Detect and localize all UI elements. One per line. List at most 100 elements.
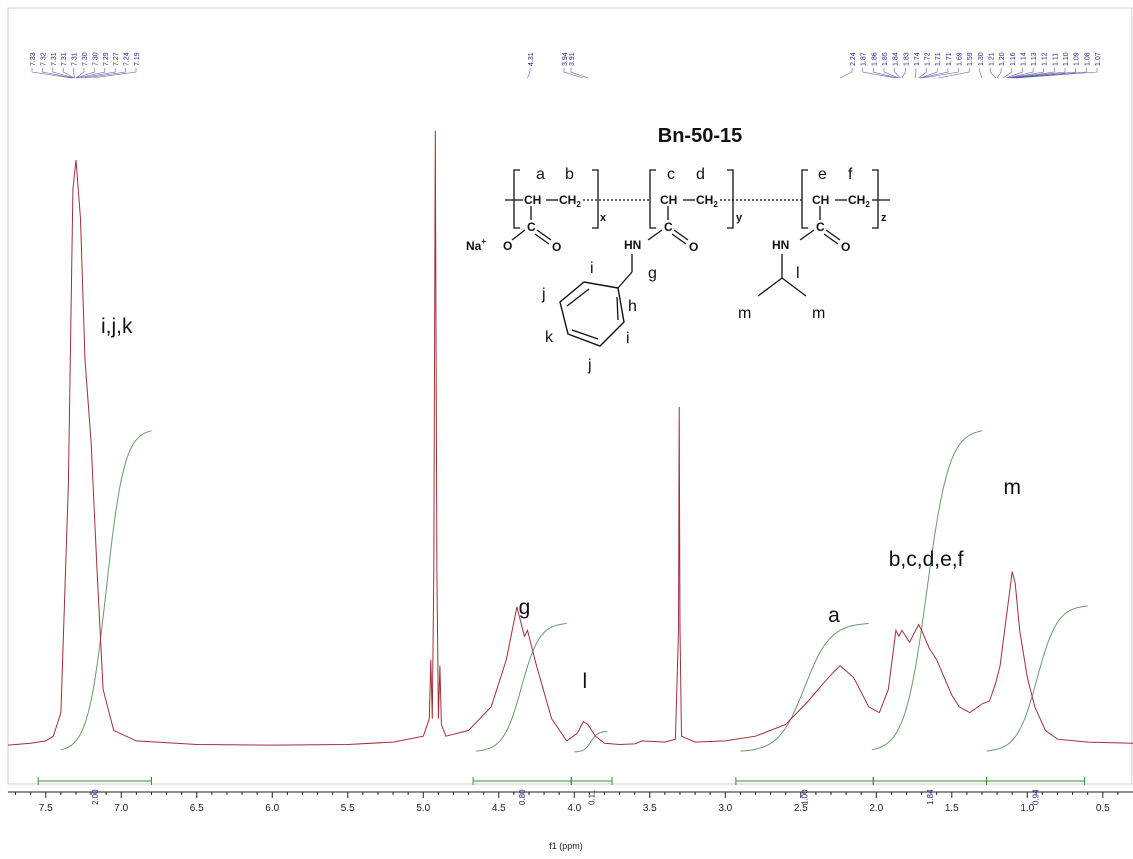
bracket-x-left (514, 170, 520, 228)
x-tick-label-8: 3.5 (643, 803, 657, 814)
letter-a: a (536, 166, 545, 183)
peak-connector-group4-14 (997, 68, 1001, 78)
peak-label-group4-7: 1.72 (925, 52, 932, 66)
integral-value-4: 1.84 (926, 789, 935, 805)
peak-label-group4-3: 1.85 (882, 52, 889, 66)
bracket-x-right (592, 170, 598, 228)
peak-label-group4-15: 1.16 (1010, 52, 1017, 66)
alkoxide-o: O (503, 239, 512, 253)
letter-i-top: i (590, 260, 594, 277)
ch-2: CH (660, 193, 677, 207)
peak-label-group4-19: 1.11 (1052, 53, 1059, 66)
peak-label-group1-3: 7.31 (61, 52, 68, 66)
letter-j-left: j (541, 286, 546, 303)
peak-label-group4-18: 1.12 (1042, 52, 1049, 66)
integral-curve-4 (872, 431, 982, 750)
peak-label-group1-4: 7.31 (72, 52, 79, 66)
peak-label-group4-16: 1.14 (1020, 52, 1027, 66)
letter-e: e (818, 166, 827, 183)
letter-d: d (696, 166, 705, 183)
peak-label-group4-4: 1.84 (893, 52, 900, 66)
peak-connector-group4-5 (902, 68, 905, 78)
plot-frame (8, 8, 1132, 784)
carbonyl-c-2: C (664, 220, 673, 234)
spectrum-trace (8, 131, 1133, 746)
peak-label-group1-9: 7.24 (124, 52, 131, 66)
letter-g: g (648, 265, 657, 282)
x-tick-label-4: 5.5 (341, 803, 355, 814)
spectrum-line (8, 131, 1133, 746)
peak-label-group2-0: 4.31 (528, 52, 535, 66)
carbonyl-c-1: C (527, 220, 536, 234)
subscript-z: z (881, 212, 887, 224)
integral-curve-1 (476, 624, 567, 752)
carbonyl-o-2: O (689, 240, 698, 254)
integral-curve-3 (740, 624, 868, 752)
integral-value-0: 2.00 (91, 789, 100, 805)
peak-label-group4-17: 1.13 (1031, 52, 1038, 66)
peak-connector-group4-0 (840, 68, 852, 78)
peak-label-group1-1: 7.32 (40, 52, 47, 66)
letter-j-bottom: j (587, 357, 592, 374)
peak-connector-group4-12 (980, 68, 982, 78)
peak-label-group4-12: 1.30 (978, 52, 985, 66)
peak-label-group4-10: 1.69 (957, 52, 964, 66)
assignment-label-5: m (1003, 476, 1021, 499)
peak-label-group4-2: 1.86 (871, 52, 878, 66)
subscript-x: x (600, 212, 607, 224)
ch2-1: CH2 (559, 193, 581, 209)
bracket-y-left (650, 170, 656, 228)
letter-c: c (667, 166, 675, 183)
ch2-2: CH2 (696, 193, 718, 209)
bracket-z-right (872, 170, 878, 228)
carbonyl-o-3: O (841, 240, 850, 254)
peak-connector-group2-0 (528, 68, 531, 78)
structure-title: Bn-50-15 (658, 125, 742, 147)
peak-label-group4-8: 1.71 (935, 52, 942, 66)
peak-label-group1-0: 7.33 (30, 52, 37, 66)
peak-label-group1-5: 7.30 (82, 52, 89, 66)
bracket-z-left (802, 170, 808, 228)
peak-label-group3-0: 3.94 (562, 52, 569, 66)
peak-label-group1-6: 7.30 (92, 52, 99, 66)
x-tick-label-5: 5.0 (416, 803, 430, 814)
peak-label-group4-0: 2.24 (850, 52, 857, 66)
peak-connector-group4-7 (919, 68, 927, 78)
bracket-y-right (727, 170, 733, 228)
letter-b: b (565, 166, 574, 183)
ch-3: CH (812, 193, 829, 207)
counter-ion: Na+ (466, 237, 486, 253)
peak-label-group4-23: 1.07 (1095, 52, 1102, 66)
assignment-label-3: a (828, 604, 840, 627)
peak-connector-group4-8 (920, 68, 937, 78)
letter-h: h (628, 298, 637, 315)
x-tick-label-12: 1.5 (945, 803, 959, 814)
peak-label-group4-11: 1.59 (967, 52, 974, 66)
x-tick-label-14: 0.5 (1096, 803, 1110, 814)
peak-label-group4-13: 1.21 (989, 52, 996, 66)
peak-label-group1-10: 7.19 (134, 52, 141, 66)
integral-curves (61, 431, 1088, 752)
peak-label-group4-22: 1.08 (1084, 52, 1091, 66)
peak-label-group4-9: 1.71 (946, 52, 953, 66)
x-tick-label-0: 7.5 (39, 803, 53, 814)
integral-curve-5 (987, 606, 1088, 751)
letter-l: l (796, 265, 800, 282)
peak-label-group4-6: 1.74 (914, 52, 921, 66)
x-tick-label-11: 2.0 (869, 803, 883, 814)
letter-f: f (848, 166, 853, 183)
peak-label-group3-1: 3.91 (569, 52, 576, 66)
peak-connector-group4-2 (873, 68, 897, 78)
peak-label-group4-20: 1.10 (1063, 52, 1070, 66)
plot-border (8, 8, 1132, 784)
x-tick-label-13: 1.0 (1020, 803, 1034, 814)
x-tick-label-7: 4.0 (567, 803, 581, 814)
peak-label-group4-14: 1.20 (999, 52, 1006, 66)
nh-2: HN (624, 238, 641, 252)
x-tick-label-9: 3.0 (718, 803, 732, 814)
peak-label-group1-2: 7.31 (51, 52, 58, 66)
peak-label-group4-21: 1.09 (1074, 52, 1081, 66)
